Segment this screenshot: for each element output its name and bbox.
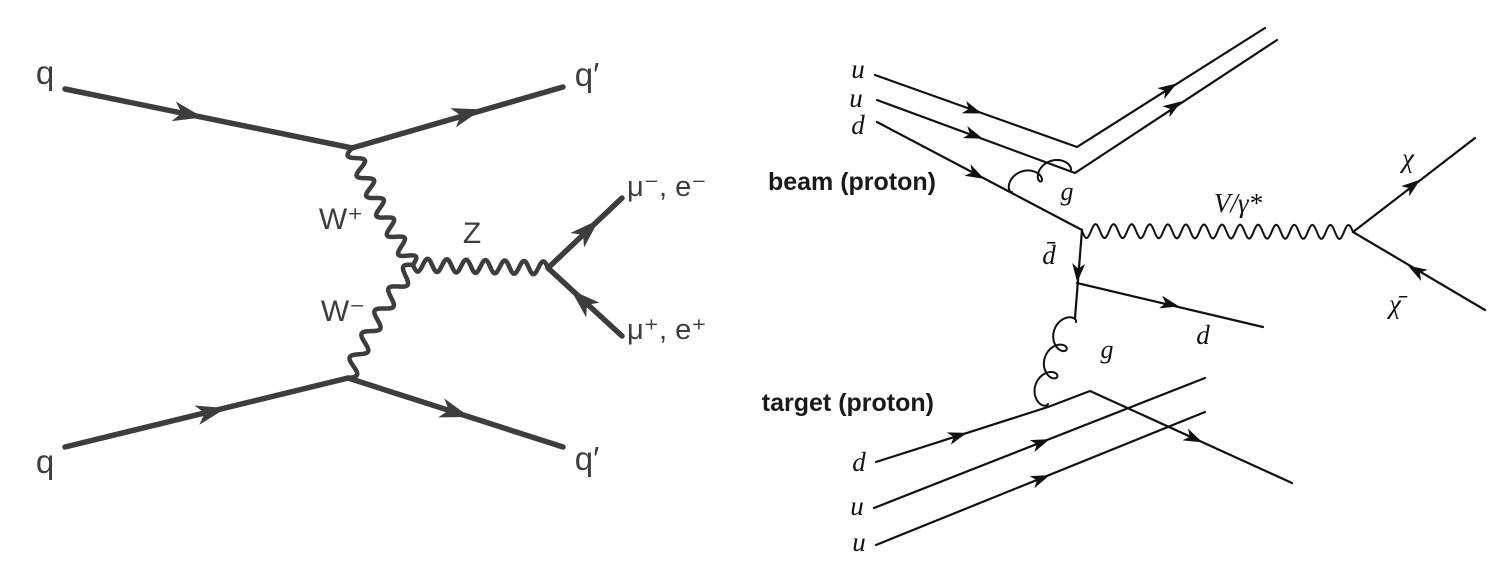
right-diagram-lines <box>872 26 1487 547</box>
label-outgoing-quark-top: q′ <box>575 56 600 93</box>
label-positive-leptons: μ⁺, e⁺ <box>627 314 707 346</box>
label-target-u-quark-2: u <box>852 527 866 557</box>
label-beam-u-quark-2: u <box>849 83 863 113</box>
fermion-line-target-d <box>874 389 1294 485</box>
label-negative-leptons: μ⁻, e⁻ <box>627 171 707 203</box>
arrowhead-q-out-bottom <box>438 398 470 418</box>
label-gluon-upper: g <box>1061 177 1074 206</box>
label-target-u-quark-1: u <box>850 491 864 521</box>
label-outgoing-down-quark: d <box>1196 320 1210 350</box>
arrowhead-target-d-in <box>946 432 967 445</box>
boson-line-v-gamma <box>1081 223 1354 240</box>
arrowhead-beam-u1-out <box>1157 83 1177 100</box>
arrowhead-chi <box>1401 179 1421 197</box>
arrowhead-q-in-top <box>171 101 204 122</box>
arrowhead-out-down <box>1159 295 1180 309</box>
boson-line-w-plus <box>345 145 419 268</box>
arrowhead-beam-u2-out <box>1162 101 1182 118</box>
label-beam-d-quark: d <box>851 110 865 140</box>
arrowhead-beam-u1-in <box>961 101 982 114</box>
fermion-line-beam-u1 <box>873 26 1267 149</box>
left-diagram-lines <box>62 84 625 450</box>
arrowhead-mu-plus <box>570 289 600 318</box>
label-w-plus-boson: W⁺ <box>319 203 363 236</box>
label-z-boson: Z <box>463 217 481 250</box>
arrowhead-anti-chi <box>1408 265 1428 281</box>
arrowhead-target-u1 <box>1029 439 1050 453</box>
arrowhead-mu-minus <box>570 219 599 248</box>
label-beam-u-quark-1: u <box>851 54 865 84</box>
fermion-line-q-in-top <box>62 86 355 151</box>
arrowhead-q-out-top <box>450 108 482 128</box>
fermion-line-q-out-top <box>349 84 566 151</box>
label-incoming-quark-top: q <box>36 54 54 91</box>
label-anti-down-quark: d̄ <box>1042 240 1056 270</box>
arrowhead-beam-u2-in <box>962 125 983 139</box>
caption-beam-proton: beam (proton) <box>768 168 936 196</box>
gluon-line-lower <box>1033 316 1078 407</box>
arrowhead-q-in-bottom <box>194 405 227 425</box>
label-anti-chi-dark-matter: χ̄ <box>1386 289 1408 319</box>
gluon-line-upper <box>1007 158 1072 194</box>
label-target-d-quark: d <box>852 447 866 477</box>
caption-target-proton: target (proton) <box>762 389 934 417</box>
label-mediator-v-gamma: V/γ* <box>1214 188 1263 218</box>
left-diagram-labels: q q′ q q′ W⁺ W⁻ Z μ⁻, e⁻ μ⁺, e⁺ <box>36 54 707 480</box>
arrowhead-beam-d <box>964 164 985 179</box>
label-gluon-lower: g <box>1101 335 1114 364</box>
label-w-minus-boson: W⁻ <box>321 295 365 328</box>
boson-line-w-minus <box>345 262 416 381</box>
arrowhead-target-d-out <box>1182 428 1203 443</box>
right-diagram-labels: u u d beam (proton) target (proton) g g … <box>762 54 1415 557</box>
label-incoming-quark-bottom: q <box>36 443 54 480</box>
boson-line-z <box>410 256 551 277</box>
arrowhead-anti-down <box>1072 262 1086 283</box>
arrowhead-target-u2 <box>1029 475 1050 489</box>
label-outgoing-quark-bottom: q′ <box>575 440 600 477</box>
label-chi-dark-matter: χ <box>1399 143 1415 173</box>
fermion-line-beam-u2 <box>875 38 1279 175</box>
